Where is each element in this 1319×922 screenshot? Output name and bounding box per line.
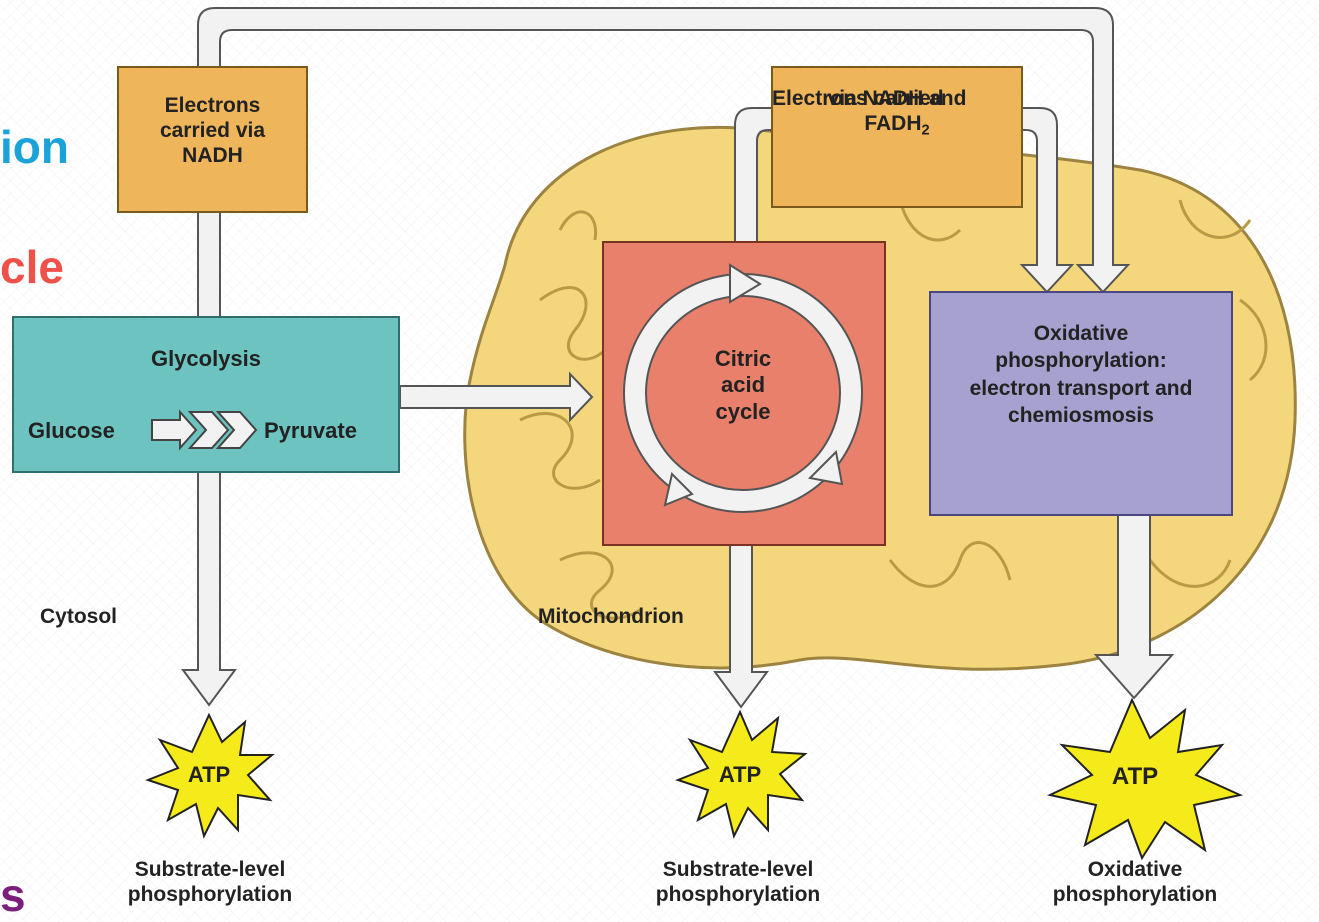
electrons-nadh-fadh-line3: FADH2	[772, 111, 1022, 140]
caption-substrate-level-2: Substrate-level phosphorylation	[655, 858, 821, 907]
atp-burst-2	[675, 709, 808, 839]
slide-word-s: s	[0, 869, 26, 921]
atp-label-1: ATP	[187, 762, 231, 787]
caption-substrate-level-1: Substrate-level phosphorylation	[127, 858, 293, 907]
atp-label-2: ATP	[718, 762, 762, 787]
mitochondrion-label: Mitochondrion	[538, 605, 684, 628]
oxidative-atp-arrow	[1093, 514, 1175, 700]
caption-oxidative: Oxidative phosphorylation	[1052, 858, 1218, 907]
glucose-pyruvate-arrow	[151, 409, 258, 451]
citric-acid-cycle-label: Citric acid cycle	[714, 346, 772, 424]
citric-atp-arrow	[713, 544, 769, 709]
oxidative-box-label: Oxidative phosphorylation: electron tran…	[969, 322, 1193, 427]
nadh-loop-arrow	[197, 7, 1131, 294]
fadh-subscript: 2	[921, 122, 930, 139]
electrons-nadh-fadh-line2: via NADH and	[827, 87, 967, 110]
electron-to-oxidative-arrow	[1019, 107, 1075, 294]
pyruvate-label: Pyruvate	[264, 418, 357, 443]
atp-label-3: ATP	[1111, 763, 1159, 790]
electrons-nadh-fadh-box	[771, 66, 1023, 208]
glycolysis-atp-arrow	[181, 471, 237, 707]
glycolysis-title: Glycolysis	[150, 346, 262, 371]
citric-cycle-ring	[623, 263, 863, 513]
oxidative-box	[929, 291, 1233, 516]
slide-word-cle: cle	[0, 241, 64, 293]
atp-burst-1	[145, 712, 275, 839]
electrons-nadh-fadh-line1: Electrons carried	[772, 87, 944, 110]
pyruvate-to-citric-arrow	[399, 371, 594, 423]
glucose-label: Glucose	[28, 418, 115, 443]
electrons-nadh-label: Electrons carried via NADH	[159, 94, 266, 168]
electrons-nadh-fadh-label: Electrons carried via NADH and FADH2	[772, 86, 1022, 140]
nadh-to-glycolysis-bar	[197, 211, 221, 318]
mitochondrion-cristae	[519, 199, 1268, 620]
cytosol-label: Cytosol	[40, 605, 118, 628]
electrons-nadh-box	[117, 66, 308, 213]
atp-burst-3	[1046, 697, 1244, 861]
slide-word-ion: ion	[0, 121, 69, 173]
fadh-text: FADH	[864, 112, 922, 136]
